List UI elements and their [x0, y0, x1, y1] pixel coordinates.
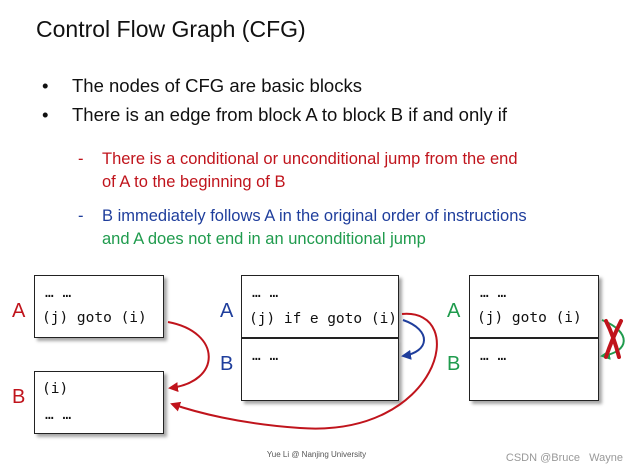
ex1-jump-edge — [167, 321, 210, 393]
slide-footer: Yue Li @ Nanjing University — [266, 450, 367, 459]
ex3-block-a: … … (j) goto (i) — [469, 275, 599, 338]
ex2-fallthrough-edge — [401, 319, 425, 360]
ex2-code-suffix: goto (i) — [327, 311, 398, 327]
ex1-block-b: (i) … … — [34, 371, 164, 434]
bullet-marker: • — [42, 75, 49, 96]
sub-marker: - — [78, 207, 84, 225]
ex1-block-b-code: (i) — [42, 381, 69, 397]
condition-jump-line1: There is a conditional or unconditional … — [102, 150, 518, 168]
ex2-block-a: … … (j) if e goto (i) — [241, 275, 399, 338]
condition-fallthrough-line2: and A does not end in an unconditional j… — [102, 230, 426, 248]
condition-fallthrough: -B immediately follows A in the original… — [78, 205, 527, 251]
ex2-code-prefix: (j) if — [249, 311, 302, 327]
ex2-code-cond: e — [310, 310, 319, 327]
ex3-label-a: A — [447, 300, 461, 322]
red-x-cross-icon — [604, 319, 623, 359]
ex1-block-b-ellipsis: … … — [45, 407, 72, 423]
ex3-block-b-ellipsis: … … — [480, 348, 507, 364]
ex2-jump-edge — [170, 312, 438, 430]
ex1-block-a-ellipsis: … … — [45, 285, 72, 301]
condition-jump-line2: of A to the beginning of B — [102, 173, 286, 191]
ex1-block-a-code: (j) goto (i) — [42, 310, 147, 326]
bullet-text-edge: There is an edge from block A to block B… — [72, 104, 507, 125]
ex3-block-a-code: (j) goto (i) — [477, 310, 582, 326]
ex2-block-a-code: (j) if e goto (i) — [249, 310, 397, 327]
ex1-label-a: A — [12, 300, 26, 322]
condition-fallthrough-line1: B immediately follows A in the original … — [102, 207, 527, 225]
bullet-marker: • — [42, 104, 49, 125]
bullet-edge: • There is an edge from block A to block … — [42, 104, 507, 126]
ex2-block-b: … … — [241, 338, 399, 401]
ex2-label-b: B — [220, 353, 234, 375]
slide-title: Control Flow Graph (CFG) — [36, 16, 306, 42]
ex3-block-b: … … — [469, 338, 599, 401]
ex2-block-b-ellipsis: … … — [252, 348, 279, 364]
sub-marker: - — [78, 150, 84, 168]
ex1-label-b: B — [12, 386, 26, 408]
condition-jump: -There is a conditional or unconditional… — [78, 148, 518, 194]
ex3-label-b: B — [447, 353, 461, 375]
bullet-nodes: • The nodes of CFG are basic blocks — [42, 75, 362, 97]
bullet-text-nodes: The nodes of CFG are basic blocks — [72, 75, 362, 96]
ex2-label-a: A — [220, 300, 234, 322]
ex3-block-a-ellipsis: … … — [480, 285, 507, 301]
watermark: CSDN @Bruce Wayne — [505, 452, 623, 464]
ex2-block-a-ellipsis: … … — [252, 285, 279, 301]
ex1-block-a: … … (j) goto (i) — [34, 275, 164, 338]
